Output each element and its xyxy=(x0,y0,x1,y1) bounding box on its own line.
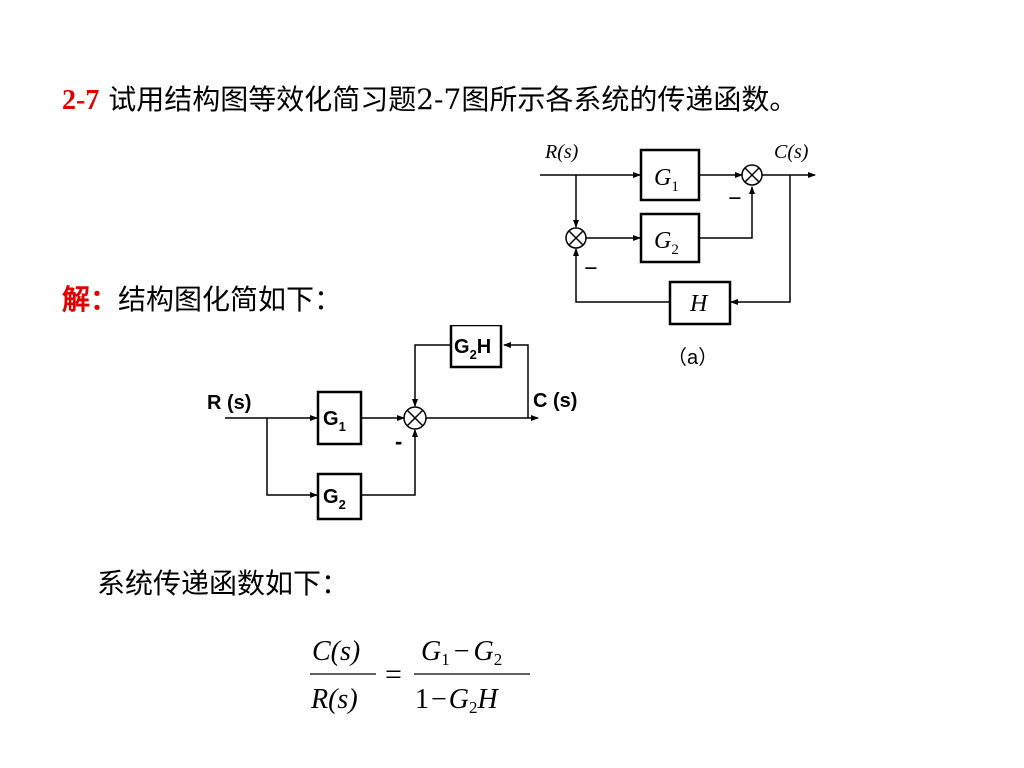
block-g2-label: G2 xyxy=(654,228,679,258)
minus-sign: − xyxy=(728,186,742,212)
lhs-denominator: R(s) xyxy=(310,684,358,715)
rhs-numerator: G1−G2 xyxy=(421,636,502,669)
block-g1-label: G1 xyxy=(654,165,679,195)
block-g2 xyxy=(639,212,701,264)
block-g2h xyxy=(449,325,503,369)
block-g2-label: G2 xyxy=(323,486,346,512)
signal-line xyxy=(730,175,791,305)
signal-line xyxy=(362,429,418,496)
transfer-function-intro: 系统传递函数如下： xyxy=(97,567,350,600)
block-diagram-simplified: R (s) C (s) G1 G2 G2H - xyxy=(207,325,577,521)
block-g1 xyxy=(316,390,363,446)
solution-text: 结构图化简如下： xyxy=(118,283,343,316)
summing-junction xyxy=(403,406,427,430)
minus-sign: − xyxy=(584,256,598,282)
problem-number: 2-7 xyxy=(62,85,100,116)
block-g2h-label: G2H xyxy=(454,336,491,362)
block-g2 xyxy=(316,472,363,521)
solution-label: 解： xyxy=(62,283,119,316)
input-label: R(s) xyxy=(544,141,579,163)
signal-line xyxy=(700,186,755,239)
solution-heading: 解：结构图化简如下： xyxy=(62,278,342,318)
block-g1-label: G1 xyxy=(323,408,346,434)
block-diagram-a: R(s) C(s) G1 G2 H − − （a） xyxy=(540,141,816,369)
problem-statement: 2-7 试用结构图等效化简习题2-7图所示各系统的传递函数。 xyxy=(62,78,797,118)
diagram-caption: （a） xyxy=(667,346,718,369)
block-h xyxy=(668,280,732,326)
output-label: C (s) xyxy=(533,390,577,412)
transfer-function-formula: C(s) R(s) = G1−G2 1−G2H xyxy=(310,636,530,717)
lhs-numerator: C(s) xyxy=(312,636,360,667)
signal-line xyxy=(503,342,529,418)
input-label: R (s) xyxy=(207,392,251,414)
signal-line xyxy=(573,248,670,303)
output-label: C(s) xyxy=(774,141,809,163)
summing-junction-1 xyxy=(741,164,763,186)
signal-line xyxy=(266,418,318,498)
block-h-label: H xyxy=(689,291,709,317)
equals-sign: = xyxy=(385,658,402,691)
minus-sign: - xyxy=(395,429,402,454)
summing-junction-2 xyxy=(565,227,587,249)
problem-text: 试用结构图等效化简习题2-7图所示各系统的传递函数。 xyxy=(108,83,798,116)
block-g1 xyxy=(639,148,701,202)
rhs-denominator: 1−G2H xyxy=(415,684,500,717)
signal-line xyxy=(412,344,450,407)
